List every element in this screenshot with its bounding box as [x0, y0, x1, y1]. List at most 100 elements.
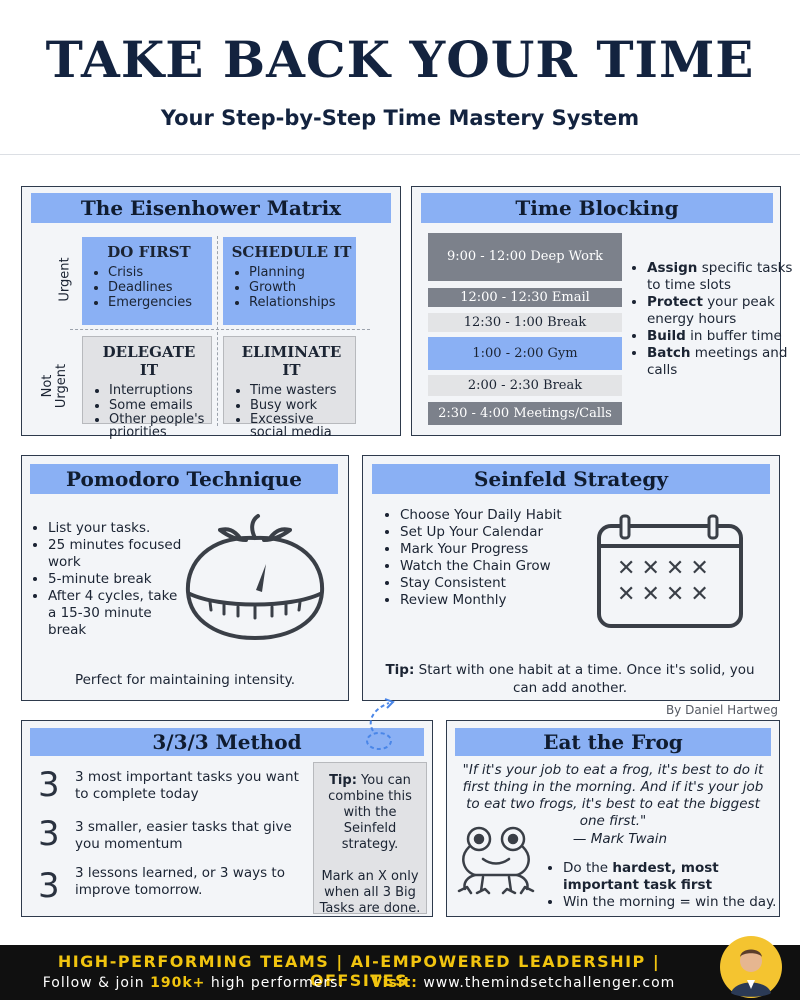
method-row-number: 3 [38, 814, 60, 854]
seinfeld-panel [362, 455, 780, 701]
not-urgent-label: Not Urgent [40, 351, 69, 421]
quadrant-list: Interruptions Some emails Other people's… [91, 383, 207, 439]
footer-follow-text-2: high performers. [205, 975, 344, 991]
quadrant-title: SCHEDULE IT [231, 243, 352, 261]
tip-bold: Assign [647, 260, 698, 276]
page-subtitle: Your Step-by-Step Time Mastery System [160, 106, 640, 130]
calendar-x-mark: ✕ [665, 582, 691, 607]
time-blocking-tips: Assign specific tasks to time slots Prot… [632, 260, 797, 379]
header-divider [0, 154, 800, 155]
tomato-timer-icon [185, 514, 325, 640]
calendar-x-mark: ✕ [641, 582, 666, 607]
list-item: Set Up Your Calendar [400, 524, 570, 541]
not-urgent-label-line2: Urgent [54, 363, 69, 409]
time-block-gym: 1:00 - 2:00 Gym [428, 337, 622, 370]
urgent-label: Urgent [57, 257, 73, 302]
calendar-x-mark: ✕ [617, 556, 642, 581]
matrix-divider-vertical [217, 236, 218, 426]
tip-text: Start with one habit at a time. Once it'… [414, 662, 755, 696]
list-item: 5-minute break [48, 571, 183, 588]
method-tip-box: Tip: You can combine this with the Seinf… [313, 762, 427, 916]
list-item: Excessive social media [250, 413, 351, 439]
method-tip-2: Mark an X only when all 3 Big Tasks are … [319, 869, 421, 916]
time-blocking-title: Time Blocking [421, 193, 773, 223]
list-item: Busy work [250, 398, 351, 413]
footer-tagline: HIGH-PERFORMING TEAMS | AI-EMPOWERED LEA… [57, 952, 661, 990]
list-item: After 4 cycles, take a 15-30 minute brea… [48, 588, 183, 639]
tip-label: Tip: [385, 662, 415, 678]
frog-quote: "If it's your job to eat a frog, it's be… [462, 762, 764, 829]
calendar-x-mark: ✕ [641, 556, 666, 581]
footer-follow: Follow & join 190k+ high performers. Vis… [14, 975, 704, 991]
list-item: Stay Consistent [400, 575, 570, 592]
tip-bold: Build [647, 328, 686, 344]
byline: By Daniel Hartweg [665, 703, 778, 717]
time-block-email: 12:00 - 12:30 Email [428, 288, 622, 307]
list-item: Other people's priorities [109, 413, 207, 439]
footer-follow-text: Follow & join [42, 975, 151, 991]
list-item: Assign specific tasks to time slots [647, 260, 797, 294]
method-tip: Tip: You can combine this with the Seinf… [318, 773, 422, 853]
pomodoro-panel [21, 455, 349, 701]
time-block-break-2: 2:00 - 2:30 Break [428, 375, 622, 396]
list-item: Watch the Chain Grow [400, 558, 570, 575]
tip-text: in buffer time [685, 328, 782, 344]
calendar-x-mark: ✕ [665, 556, 691, 581]
quadrant-schedule-it: SCHEDULE IT Planning Growth Relationship… [223, 237, 356, 325]
list-item: Some emails [109, 398, 207, 413]
calendar-x-mark: ✕ [690, 556, 715, 581]
calendar-x-mark: ✕ [617, 582, 642, 607]
list-item: Review Monthly [400, 592, 570, 609]
pomodoro-list: List your tasks. 25 minutes focused work… [33, 520, 183, 639]
tip-text: specific tasks to time slots [647, 260, 793, 293]
method-row-text: 3 most important tasks you want to compl… [75, 769, 299, 802]
list-item: Relationships [249, 295, 352, 310]
list-item: Time wasters [250, 383, 351, 398]
seinfeld-list: Choose Your Daily Habit Set Up Your Cale… [385, 507, 570, 609]
page-title: TAKE BACK YOUR TIME [45, 30, 755, 89]
quadrant-list: Crisis Deadlines Emergencies [90, 265, 208, 310]
matrix-divider-horizontal [70, 329, 370, 330]
time-block-meetings: 2:30 - 4:00 Meetings/Calls [428, 402, 622, 425]
list-item: Crisis [108, 265, 208, 280]
dashed-arrow-icon [366, 698, 395, 750]
tip-text: You can combine this with the Seinfeld s… [328, 773, 412, 852]
list-item: 25 minutes focused work [48, 537, 183, 571]
seinfeld-title: Seinfeld Strategy [372, 464, 770, 494]
tip-text: your peak energy hours [647, 294, 775, 327]
quadrant-delegate-it: DELEGATE IT Interruptions Some emails Ot… [82, 336, 212, 439]
frog-quote-author: — Mark Twain [572, 831, 668, 847]
frog-item-bold: hardest, most important task first [563, 860, 719, 893]
list-item: Interruptions [109, 383, 207, 398]
list-item: List your tasks. [48, 520, 183, 537]
quadrant-do-first: DO FIRST Crisis Deadlines Emergencies [82, 237, 212, 325]
list-item: Growth [249, 280, 352, 295]
list-item: Choose Your Daily Habit [400, 507, 570, 524]
quadrant-list: Planning Growth Relationships [231, 265, 352, 310]
method-row-text: 3 smaller, easier tasks that give you mo… [75, 819, 292, 852]
quadrant-title: ELIMINATE IT [241, 343, 342, 379]
time-block-break: 12:30 - 1:00 Break [428, 313, 622, 332]
footer-url[interactable]: www.themindsetchallenger.com [417, 975, 676, 991]
method-row-text: 3 lessons learned, or 3 ways to improve … [75, 865, 285, 898]
list-item: Win the morning = win the day. [563, 894, 793, 911]
footer-follow-count: 190k+ [150, 975, 206, 991]
seinfeld-tip: Tip: Start with one habit at a time. Onc… [380, 661, 760, 697]
list-item: Batch meetings and calls [647, 345, 797, 379]
quadrant-title: DO FIRST [107, 243, 191, 261]
eat-the-frog-title: Eat the Frog [455, 728, 771, 756]
frog-icon [457, 826, 535, 895]
tip-bold: Batch [647, 345, 691, 361]
tip-label: Tip: [329, 773, 357, 788]
quadrant-list: Time wasters Busy work Excessive social … [232, 383, 351, 439]
footer-visit-label: Visit: [371, 975, 418, 991]
list-item: Build in buffer time [647, 328, 797, 345]
list-item: Emergencies [108, 295, 208, 310]
not-urgent-label-line1: Not [40, 374, 55, 398]
footer-bar [0, 945, 800, 1000]
quadrant-title: DELEGATE IT [102, 343, 196, 379]
quadrant-eliminate-it: ELIMINATE IT Time wasters Busy work Exce… [223, 336, 356, 439]
list-item: Do the hardest, most important task firs… [563, 860, 793, 894]
list-item: Planning [249, 265, 352, 280]
list-item: Mark Your Progress [400, 541, 570, 558]
